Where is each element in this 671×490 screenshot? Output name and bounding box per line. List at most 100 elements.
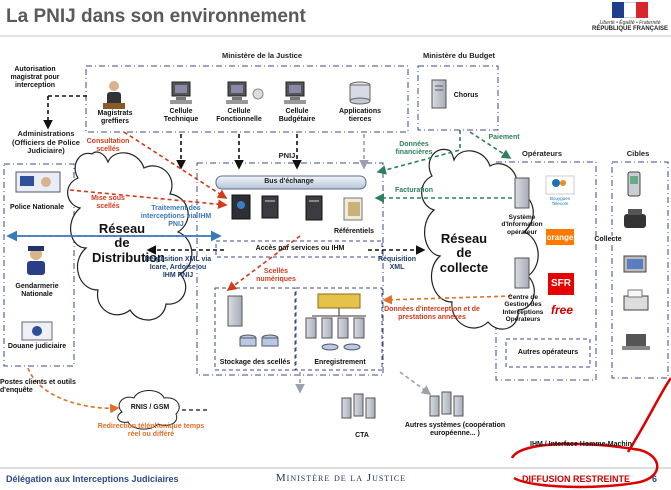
enregistrement-box: [295, 287, 383, 371]
section-administrations: Administrations (Officiers de Police Jud…: [12, 129, 80, 156]
scelles-numeriques-arrow: [226, 235, 301, 291]
facturation-label: Facturation: [394, 187, 434, 194]
donnees-financieres-label: Données financières: [395, 141, 433, 156]
autorisation-arrow: [48, 95, 90, 128]
enregistrement-icon: [305, 293, 366, 351]
red-circle-annotation: [510, 442, 659, 489]
justice-box: [85, 65, 409, 133]
orange-label: orange: [546, 233, 574, 242]
redirection-label: Redirection téléphonique temps réel ou d…: [97, 423, 205, 438]
autorisation-label: Autorisation magistrat pour interception: [10, 66, 60, 89]
operateur-si-server-icon: [514, 177, 530, 209]
orange-tile: [546, 229, 574, 245]
pnij-servers-icon: [231, 194, 323, 221]
red-stroke-annotation: [626, 377, 671, 453]
autres-systemes-arrow: [399, 371, 432, 395]
page-title: La PNIJ dans son environnement: [6, 6, 306, 27]
paiement-arrow: [469, 131, 512, 159]
stockage-label: Stockage des scellés: [219, 359, 291, 366]
collecte-cloud-label: Réseau de collecte: [439, 231, 489, 275]
section-budget: Ministère du Budget: [422, 51, 496, 60]
ihm-label: IHM / Interface Homme-Machin: [530, 441, 632, 448]
computer-icon: [623, 255, 647, 273]
gendarmerie-icon: [27, 246, 45, 275]
section-pnij: PNIJ: [278, 151, 296, 160]
magistrats-label: Magistrats greffiers: [97, 110, 133, 125]
cellule-technique-label: Cellule Technique: [163, 108, 199, 123]
requisition-icare-label: Réquisition XML via Icare, Ardoise ou IH…: [144, 256, 212, 279]
police-icon: [15, 171, 61, 193]
cellule-budgetaire-icon: [284, 81, 306, 104]
budget-box: [417, 65, 499, 131]
autres-systemes-servers-icon: [429, 391, 464, 417]
police-label: Police Nationale: [9, 204, 65, 211]
douane-label: Douane judiciaire: [7, 343, 67, 350]
desk-phone-icon: [624, 209, 646, 228]
operateur-centre-server-icon: [514, 257, 530, 289]
free-label: free: [550, 303, 573, 317]
laptop-icon: [622, 334, 650, 350]
cellule-technique-icon: [170, 81, 192, 104]
cellule-budgetaire-label: Cellule Budgétaire: [278, 108, 316, 123]
referentiels-icon: [343, 197, 363, 221]
autres-operateurs-box: [505, 338, 591, 368]
applications-tierces-icon: [349, 81, 371, 105]
operateur-centre-label: Centre de Gestion des Interceptions Opér…: [502, 294, 544, 323]
donnees-interception-label: Données d'interception et de prestations…: [384, 306, 480, 321]
cellule-fonctionnelle-icon: [226, 81, 264, 104]
bouygues-label: Bouygues Telecom: [549, 196, 570, 206]
gendarmerie-label: Gendarmerie Nationale: [15, 283, 59, 298]
stockage-icon: [227, 295, 279, 347]
cellule-fonctionnelle-label: Cellule Fonctionnelle: [216, 108, 262, 123]
scelles-numeriques-label: Scellés numériques: [256, 268, 296, 283]
postes-label: Postes clients et outils d'enquête: [0, 379, 76, 394]
cta-servers-icon: [341, 393, 376, 419]
footer-center: Ministère de la Justice: [275, 472, 407, 484]
magistrats-icon: [103, 81, 125, 109]
referentiels-label: Référentiels: [333, 228, 375, 235]
pnij-box: [196, 162, 384, 376]
logo-motto: Liberté • Égalité • Fraternité: [599, 20, 661, 26]
donnees-interception-arrow: [382, 294, 513, 305]
bus-echange-bar: [215, 175, 367, 190]
redirection-arrow: [27, 367, 120, 414]
republique-logo: Liberté • Égalité • Fraternité RÉPUBLIQU…: [592, 2, 668, 38]
mise-sous-scelles-label: Mise sous scellés: [91, 195, 125, 210]
applications-tierces-label: Applications tierces: [338, 108, 381, 123]
douane-icon: [21, 321, 53, 341]
bus-echange-label: Bus d'échange: [264, 178, 314, 185]
sfr-tile: [548, 273, 574, 295]
section-justice: Ministère de la Justice: [221, 51, 303, 60]
logo-caption: RÉPUBLIQUE FRANÇAISE: [592, 26, 669, 32]
acces-label: Accès par services ou IHM: [255, 245, 345, 252]
fax-icon: [623, 289, 649, 311]
requisition-xml-label: Réquisition XML: [377, 256, 417, 271]
bouygues-tile: [545, 175, 575, 195]
distribution-cloud-label: Réseau de Distribution: [92, 221, 165, 265]
consultation-label: Consultation scellés: [86, 138, 130, 153]
administrations-box: [3, 163, 75, 367]
mobile-phone-icon: [627, 171, 641, 197]
operateur-si-label: Système d'Information opérateur: [501, 214, 543, 236]
section-cibles: Cibles: [626, 149, 650, 158]
consultation-arrow: [123, 131, 228, 199]
operateurs-box: [495, 161, 597, 381]
chorus-label: Chorus: [453, 92, 479, 99]
paiement-label: Paiement: [488, 134, 520, 141]
collecte-cloud: [421, 148, 539, 330]
collecte-label: Collecte: [590, 236, 626, 244]
sfr-label: SFR: [551, 278, 571, 289]
cibles-box: [611, 161, 669, 379]
page-number: 6: [652, 474, 658, 484]
cta-label: CTA: [355, 432, 369, 439]
traitement-label: Traitement des interceptions via IHM PNI…: [140, 205, 212, 228]
footer-restricted: DIFFUSION RESTREINTE: [522, 474, 631, 484]
stockage-box: [214, 287, 296, 371]
autres-operateurs-label: Autres opérateurs: [517, 349, 579, 356]
rnis-gsm-label: RNIS / GSM: [130, 404, 170, 411]
autres-systemes-label: Autres systèmes (coopération européenne.…: [404, 422, 506, 437]
section-operateurs: Opérateurs: [521, 149, 563, 158]
mise-sous-scelles-arrow: [69, 189, 228, 210]
flag-icon: [592, 2, 668, 18]
